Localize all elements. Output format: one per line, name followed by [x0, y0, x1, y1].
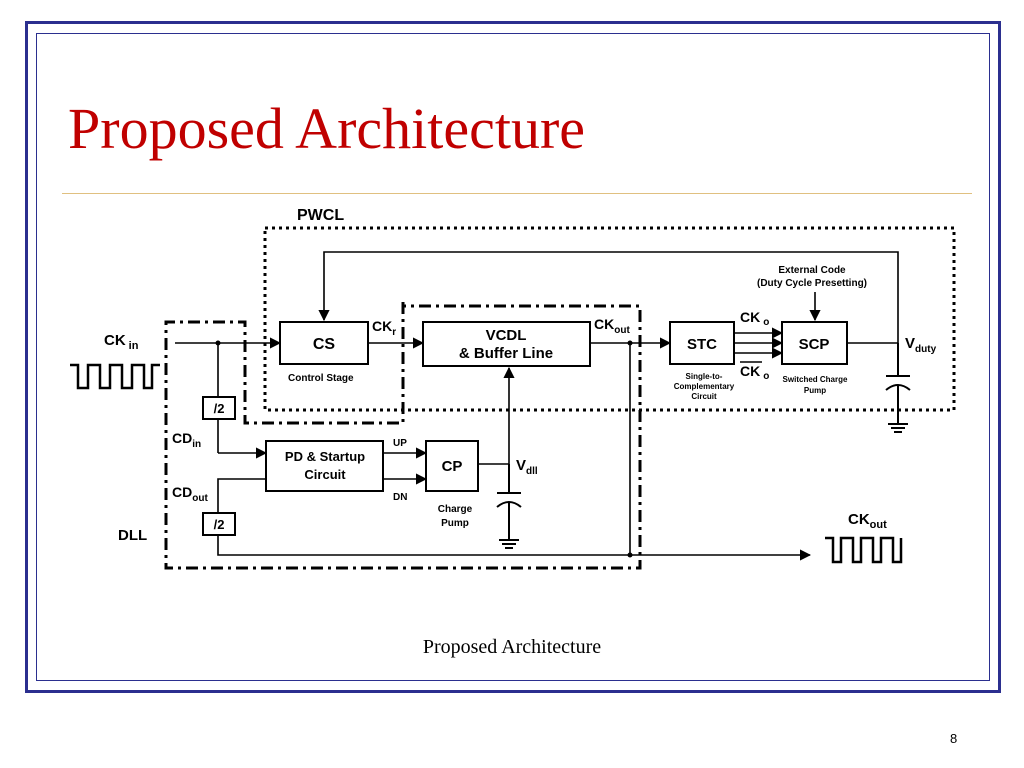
- v-dll-label: Vdll: [516, 457, 538, 477]
- vcdl-block: [422, 321, 591, 367]
- duty-capacitor: [885, 343, 911, 433]
- ck-out-final-wire: [217, 535, 812, 561]
- cs-caption: Control Stage: [288, 373, 354, 384]
- stc-caption-line1: Single-to-: [686, 372, 723, 381]
- page-number: 8: [950, 731, 958, 746]
- cp-label: CP: [442, 458, 463, 475]
- cs-label: CS: [313, 336, 336, 353]
- ck-out-final-label: CKout: [848, 511, 887, 531]
- stc-caption-line2: Complementary: [674, 382, 735, 391]
- external-code-line1: External Code: [778, 265, 846, 276]
- figure-caption: Proposed Architecture: [422, 636, 602, 658]
- pd-startup-block: [265, 440, 384, 492]
- cs-block: [279, 321, 369, 365]
- dll-capacitor: [496, 464, 522, 549]
- vcdl-label-line1: VCDL: [486, 327, 527, 344]
- cp-caption-line1: Charge: [438, 504, 473, 515]
- pwcl-region: [263, 226, 956, 412]
- div-out-block: [202, 512, 236, 536]
- cd-out-wire: [217, 478, 266, 513]
- scp-block: [781, 321, 848, 365]
- div-in-block: [202, 396, 236, 420]
- cp-caption-line2: Pump: [441, 518, 469, 529]
- slide-frame-outer: [25, 21, 1001, 693]
- v-duty-label: Vduty: [905, 335, 937, 355]
- scp-label: SCP: [799, 336, 830, 353]
- title-divider: [62, 193, 972, 194]
- pd-label-line2: Circuit: [304, 467, 346, 482]
- stc-label: STC: [687, 336, 717, 353]
- div-in-label: /2: [214, 401, 225, 416]
- up-label: UP: [393, 438, 407, 449]
- vcdl-label-line2: & Buffer Line: [459, 345, 553, 362]
- duty-feedback-wire: [318, 251, 899, 343]
- external-code-line2: (Duty Cycle Presetting): [757, 278, 867, 289]
- scp-caption-line1: Switched Charge: [783, 375, 848, 384]
- ck-out-final-junction: [627, 552, 633, 558]
- cd-out-label: CDout: [172, 484, 208, 504]
- stc-block: [669, 321, 735, 365]
- dn-label: DN: [393, 492, 407, 503]
- scp-caption-line2: Pump: [804, 386, 826, 395]
- pwcl-label: PWCL: [297, 207, 344, 224]
- slide-title: Proposed Architecture: [68, 96, 586, 161]
- dll-label: DLL: [118, 527, 147, 544]
- dll-region: [164, 302, 642, 570]
- cp-block: [425, 440, 479, 492]
- slide-frame-inner: [36, 33, 990, 681]
- ck-r-label: CKr: [372, 318, 396, 338]
- ck-out-waveform: [825, 536, 903, 564]
- pd-label-line1: PD & Startup: [285, 449, 365, 464]
- cd-in-label: CDin: [172, 430, 201, 450]
- stc-caption-line3: Circuit: [691, 392, 717, 401]
- ck-out-node-label: CKout: [594, 316, 630, 336]
- div-out-label: /2: [214, 517, 225, 532]
- ck-in-waveform: [70, 363, 160, 390]
